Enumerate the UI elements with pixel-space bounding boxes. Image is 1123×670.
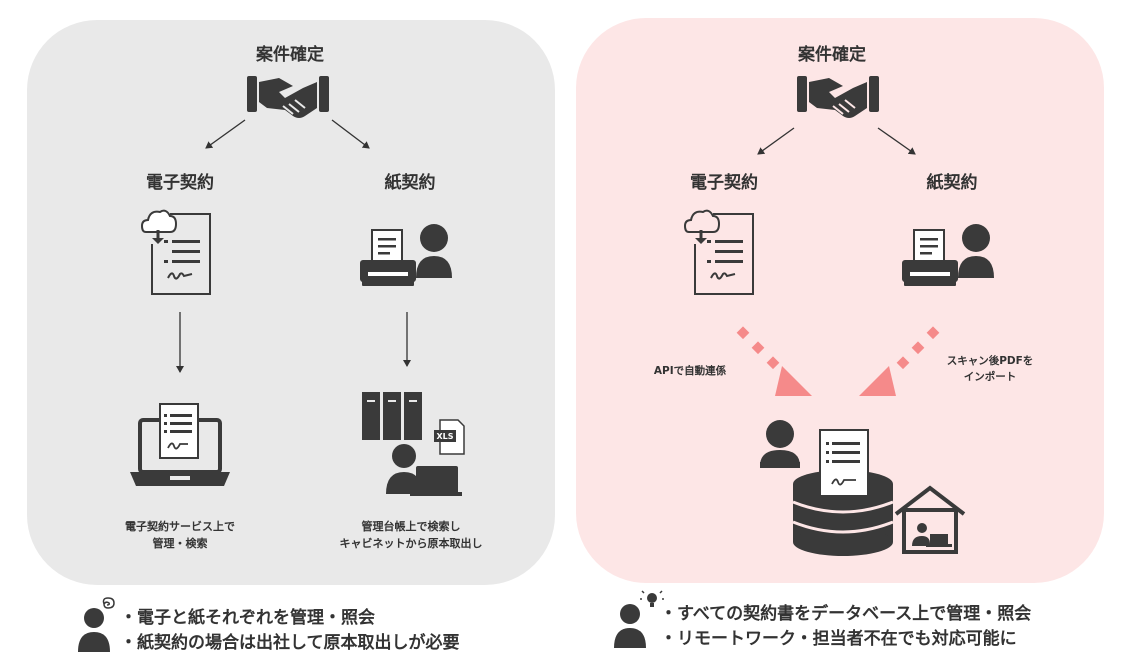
bottom-right-note: ・すべての契約書をデータベース上で管理・照会 ・リモートワーク・担当者不在でも対… [660,604,1032,649]
bottom-left-note: ・電子と紙それぞれを管理・照会 ・紙契約の場合は出社して原本取出しが必要 [120,608,460,653]
arrow-left-to-electronic [205,119,246,149]
left-paper-note: 管理台帳上で検索し キャビネットから原本取出し [339,520,483,550]
arrow-right-to-paper [877,127,916,155]
scan-import-arrow [859,326,940,396]
cloud-download-document-icon [683,209,754,295]
home-worker-icon [894,485,966,554]
api-sync-arrow [736,326,812,396]
right-top-label: 案件確定 [798,45,866,65]
handshake-icon [797,76,879,118]
scanner-person-icon [360,224,452,286]
left-top-label: 案件確定 [256,45,324,65]
api-label: APIで自動連係 [653,365,727,377]
arrow-left-to-paper [331,119,370,149]
database-document-icon [760,420,966,556]
scanner-person-icon [902,224,994,286]
arrow-right-to-electronic [757,127,795,155]
laptop-document-icon [130,403,230,486]
right-paper-label: 紙契約 [926,173,978,193]
left-paper-label: 紙契約 [384,173,436,193]
handshake-icon [247,76,329,118]
right-electronic-label: 電子契約 [690,173,758,193]
confused-person-icon [78,597,115,652]
left-electronic-note: 電子契約サービス上で 管理・検索 [125,520,235,550]
xls-badge: XLS [436,432,453,441]
scan-label: スキャン後PDFを インポート [946,355,1034,383]
cabinet-xls-person-icon: XLS [362,392,465,496]
idea-person-icon [614,590,664,648]
left-electronic-label: 電子契約 [146,173,214,193]
cloud-download-document-icon [140,209,211,295]
